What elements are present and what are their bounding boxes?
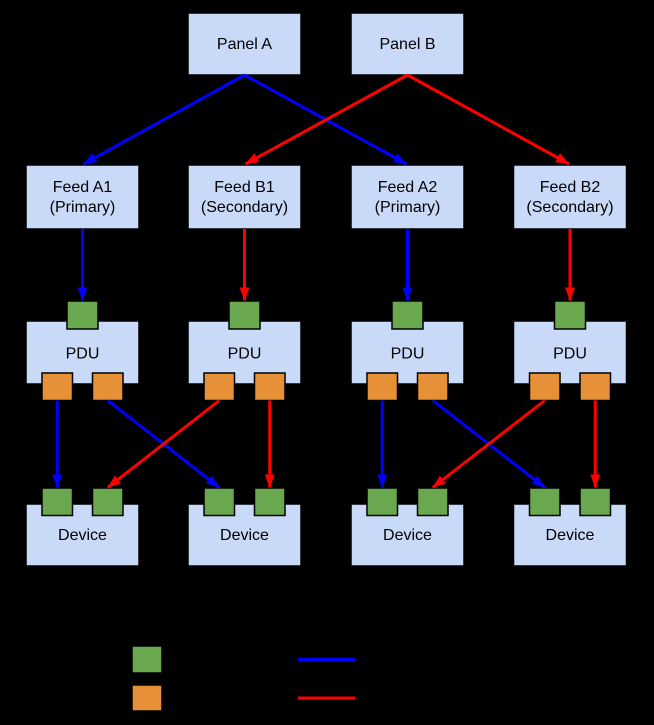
svg-text:Device: Device: [58, 527, 107, 544]
svg-text:Feed A2: Feed A2: [378, 179, 438, 196]
svg-text:Feed B2: Feed B2: [540, 179, 601, 196]
svg-text:PDU: PDU: [66, 346, 100, 363]
svg-text:Device: Device: [546, 527, 595, 544]
svg-text:Device: Device: [220, 527, 269, 544]
svg-text:(Secondary): (Secondary): [526, 199, 613, 216]
svg-text:PDU: PDU: [553, 346, 587, 363]
svg-text:(Primary): (Primary): [375, 199, 441, 216]
svg-text:Panel B: Panel B: [379, 36, 435, 53]
svg-text:(Primary): (Primary): [50, 199, 116, 216]
svg-text:Feed B1: Feed B1: [214, 179, 275, 196]
svg-text:Feed A1: Feed A1: [53, 179, 113, 196]
svg-text:Device: Device: [383, 527, 432, 544]
svg-text:PDU: PDU: [228, 346, 262, 363]
svg-text:Panel A: Panel A: [217, 36, 272, 53]
svg-text:PDU: PDU: [391, 346, 425, 363]
svg-text:(Secondary): (Secondary): [201, 199, 288, 216]
